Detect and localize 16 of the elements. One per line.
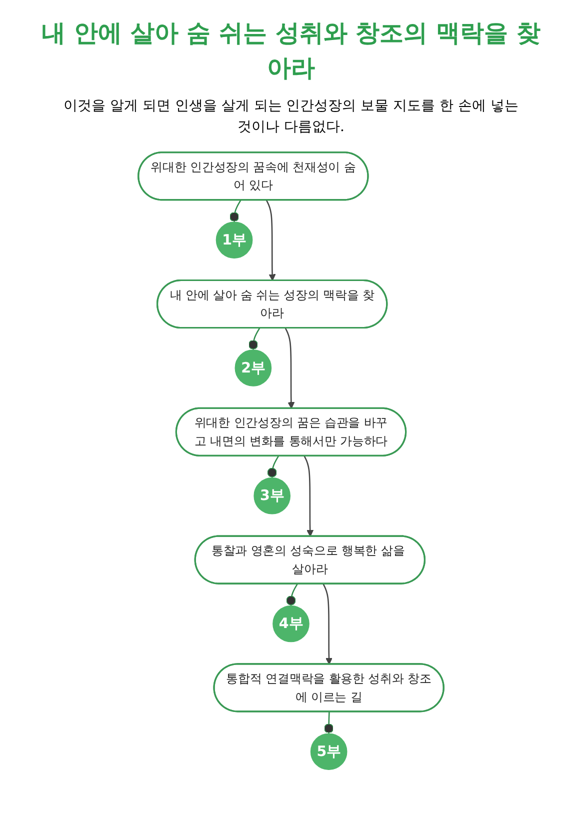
node-circle: 5부 — [310, 732, 348, 770]
node-circle: 1부 — [216, 221, 253, 258]
title: 내 안에 살아 숨 쉬는 성취와 창조의 맥락을 찾아라 — [40, 18, 542, 84]
connector — [267, 455, 280, 478]
arrow — [266, 200, 276, 281]
node-circle: 4부 — [272, 604, 310, 642]
connector — [229, 200, 242, 222]
arrow — [304, 455, 314, 536]
arrow — [284, 327, 295, 408]
connector — [324, 711, 334, 734]
connector — [286, 583, 298, 606]
node-circle: 2부 — [234, 349, 272, 386]
intro-text: 이것을 알게 되면 인생을 살게 되는 인간성장의 보물 지도를 한 손에 넣는 것이나 다름없다. — [62, 96, 520, 137]
node-circle: 3부 — [254, 477, 290, 514]
arrow — [322, 583, 332, 664]
connector — [248, 327, 260, 350]
